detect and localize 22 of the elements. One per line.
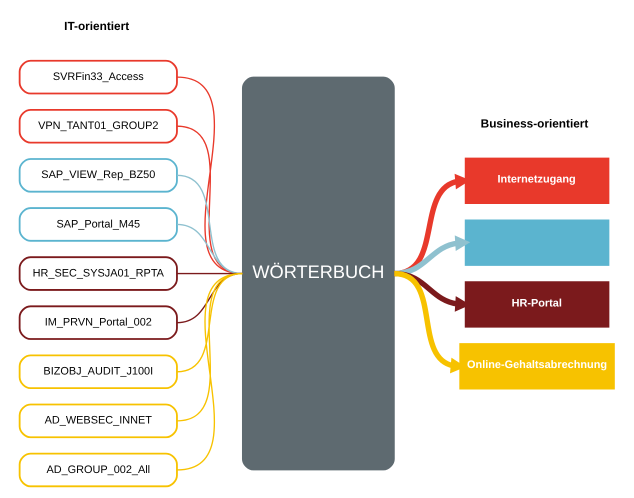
- node-box: AD_WEBSEC_INNET: [18, 404, 178, 438]
- connector: [176, 174, 243, 274]
- node-box: Online-Gehaltsabrechnung: [459, 343, 615, 390]
- label: Business-orientiert: [480, 116, 588, 131]
- connector: [176, 76, 243, 274]
- node-box: SVRFin33_Access: [18, 60, 178, 94]
- arrow: [394, 235, 470, 276]
- node-box: SAP_Portal_M45: [18, 207, 178, 242]
- node-box: IM_PRVN_Portal_002: [18, 305, 178, 340]
- node-box: VPN_TANT01_GROUP2: [18, 108, 178, 144]
- label: IT-orientiert: [64, 19, 130, 34]
- node-box: HR-Portal: [464, 281, 610, 328]
- node-box: AD_GROUP_002_All: [18, 452, 178, 488]
- node-box: SAP_VIEW_Rep_BZ50: [18, 158, 178, 193]
- node-box: BIZOBJ_AUDIT_J100I: [18, 354, 178, 390]
- connector: [176, 126, 243, 274]
- node-box: WÖRTERBUCH: [242, 76, 395, 470]
- node-box: [464, 219, 610, 266]
- connector: [176, 272, 243, 471]
- node-box: Internetzugang: [464, 158, 610, 204]
- arrow: [394, 174, 470, 276]
- node-box: HR_SEC_SYSJA01_RPTA: [18, 256, 178, 291]
